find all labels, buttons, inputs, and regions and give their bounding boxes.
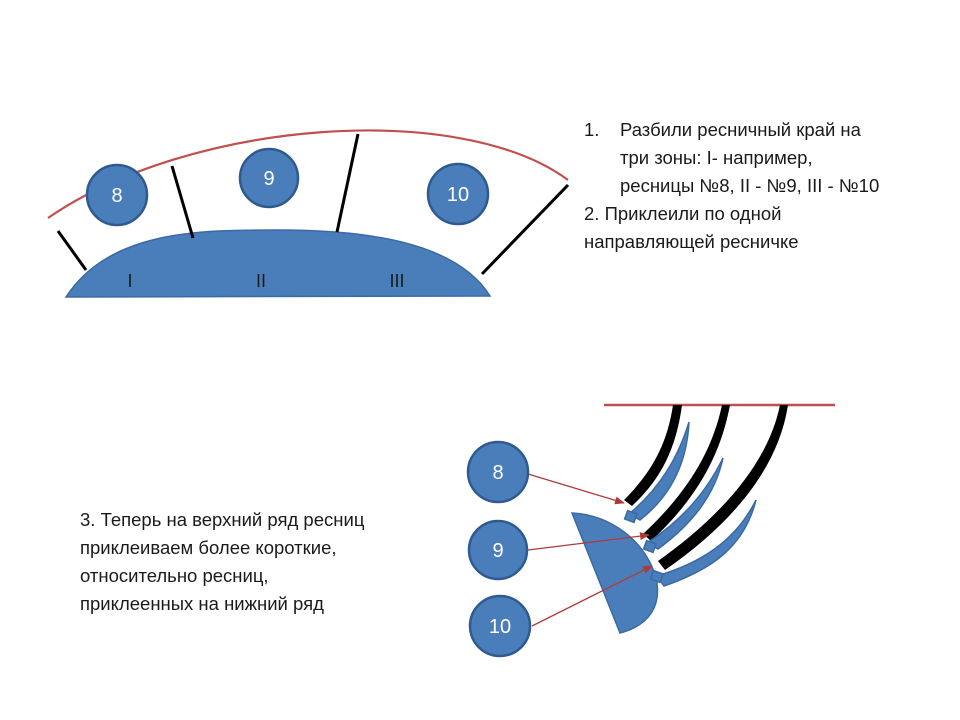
step-2-line-2: направляющей ресничке xyxy=(584,231,799,252)
lash-base-3 xyxy=(649,569,665,584)
svg-text:8: 8 xyxy=(111,185,122,207)
step-3-line-3: относительно ресниц, xyxy=(80,565,269,586)
step-2: 2. Приклеили по одной направляющей ресни… xyxy=(584,200,954,256)
guide-lash-1 xyxy=(56,230,88,271)
lower-lash-3 xyxy=(655,499,757,587)
top-circle-9: 9 xyxy=(238,147,300,209)
upper-lash-1 xyxy=(624,405,682,506)
lower-eyelid-shape xyxy=(570,512,659,634)
upper-lash-3 xyxy=(658,405,788,570)
step-3-line-2: приклеиваем более короткие, xyxy=(80,537,337,558)
step-2-line-1: 2. Приклеили по одной xyxy=(584,203,782,224)
top-circle-10: 10 xyxy=(426,162,490,226)
guide-lash-3 xyxy=(335,133,360,233)
step-1-number: 1. xyxy=(584,119,600,140)
step-1-line-2: три зоны: I- например, xyxy=(620,147,813,168)
guide-lash-2 xyxy=(170,165,195,239)
svg-text:10: 10 xyxy=(489,616,511,638)
bottom-diagram: 8 9 10 xyxy=(466,403,835,658)
lash-base-1 xyxy=(623,509,639,524)
svg-text:10: 10 xyxy=(447,184,469,206)
upper-lash-2 xyxy=(643,405,730,541)
guide-lash-4 xyxy=(480,183,570,276)
arrow-10 xyxy=(531,565,653,627)
top-diagram: 8 9 10 I II III xyxy=(47,129,570,298)
bottom-circle-10: 10 xyxy=(468,594,532,658)
step-1-line-3: ресницы №8, II - №9, III - №10 xyxy=(620,175,880,196)
svg-text:8: 8 xyxy=(492,462,503,484)
steps-text: 1. Разбили ресничный край на три зоны: I… xyxy=(584,116,954,256)
lash-base-2 xyxy=(642,539,658,554)
svg-text:9: 9 xyxy=(263,168,274,190)
top-circle-8: 8 xyxy=(85,163,149,227)
bottom-circle-8: 8 xyxy=(466,440,530,504)
zone-label-2: II xyxy=(256,271,266,291)
svg-text:9: 9 xyxy=(492,540,503,562)
eyelid-shape xyxy=(64,229,492,298)
bottom-circle-9: 9 xyxy=(467,519,529,581)
zone-label-3: III xyxy=(389,271,404,291)
lower-lash-1 xyxy=(627,421,690,521)
step-3-line-4: приклеенных на нижний ряд xyxy=(80,593,324,614)
arrow-8 xyxy=(527,473,625,505)
step-3: 3. Теперь на верхний ряд ресниц приклеив… xyxy=(80,506,440,618)
step-1-line-1: Разбили ресничный край на xyxy=(620,119,861,140)
step-3-line-1: 3. Теперь на верхний ряд ресниц xyxy=(80,509,365,530)
arrow-9 xyxy=(527,532,650,551)
zone-label-1: I xyxy=(127,271,132,291)
lower-lash-2 xyxy=(645,457,724,550)
step-1: 1. Разбили ресничный край на три зоны: I… xyxy=(584,116,954,200)
